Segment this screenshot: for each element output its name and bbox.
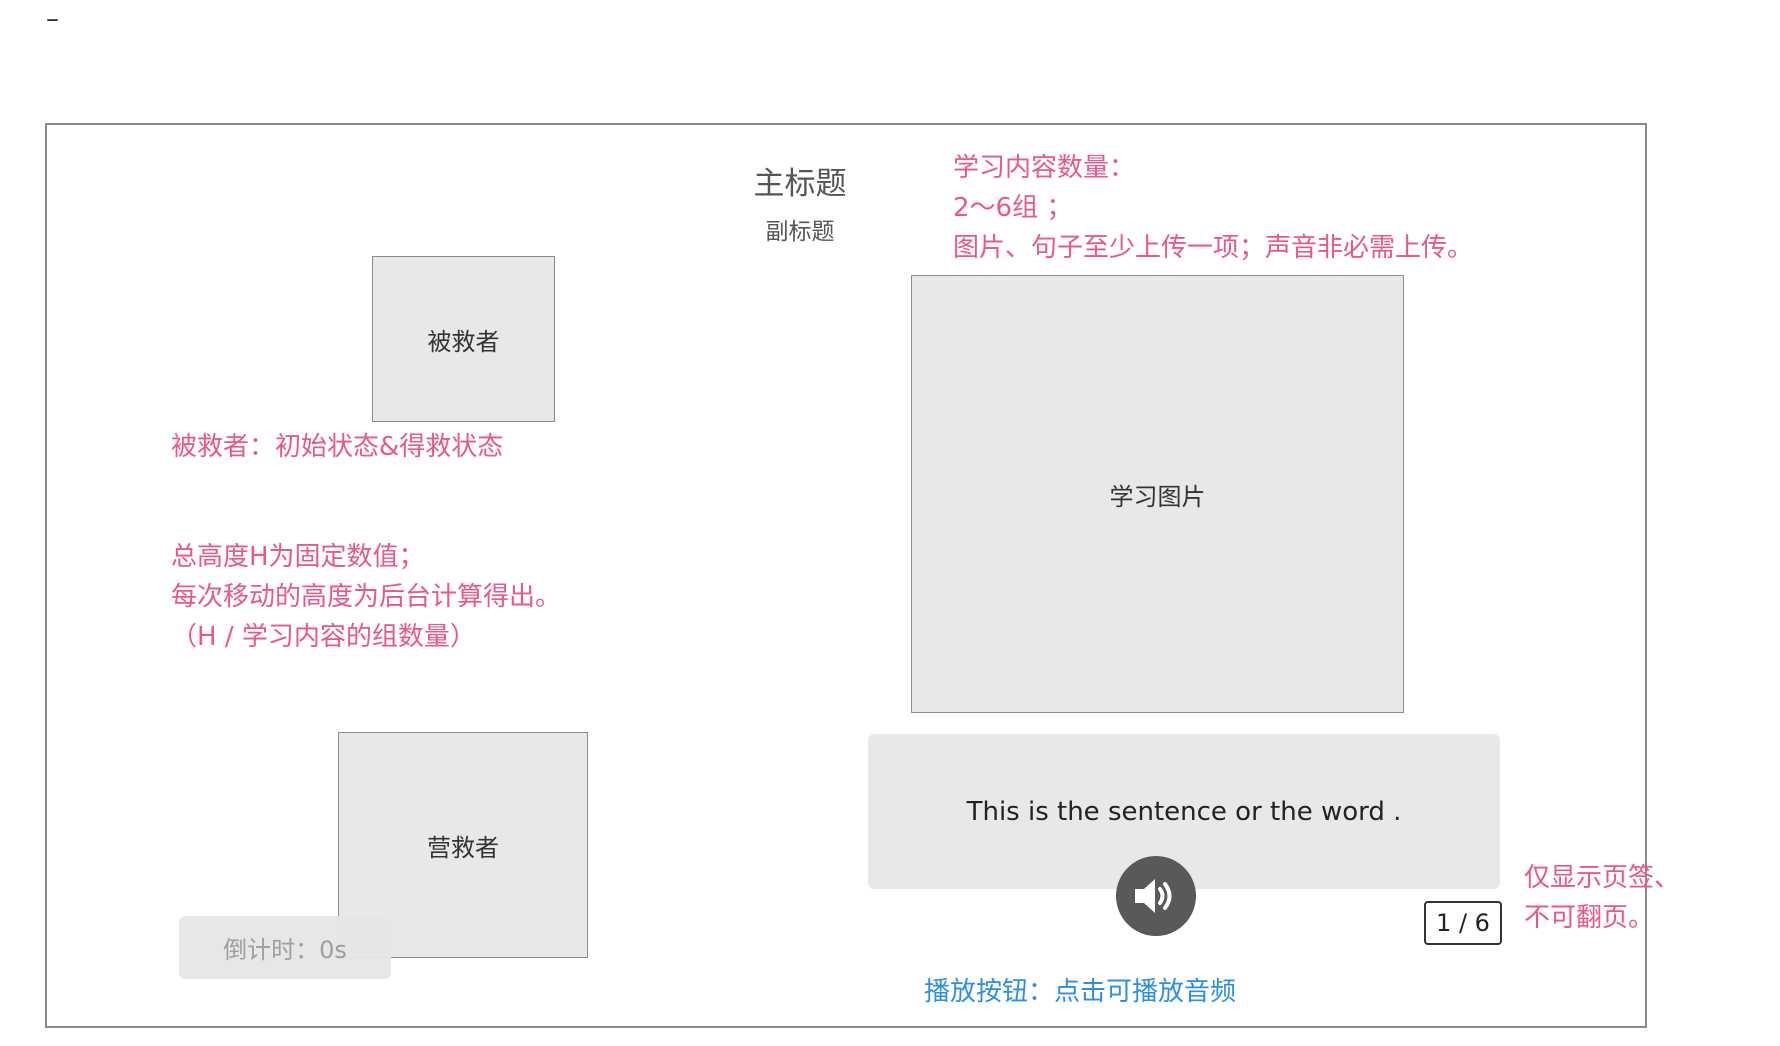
- page-indicator: 1 / 6: [1424, 901, 1502, 945]
- annotation-rescued-state: 被救者：初始状态&得救状态: [171, 432, 504, 462]
- rescuer-label: 营救者: [427, 833, 499, 862]
- annotation-line: 2～6组 ；: [953, 193, 1073, 223]
- annotation-content-count: 学习内容数量： 2～6组 ； 图片、句子至少上传一项；声音非必需上传。: [953, 148, 1473, 268]
- annotation-line: 学习内容数量：: [953, 153, 1136, 183]
- rescued-character: 被救者: [372, 256, 555, 422]
- annotation-height: 总高度H为固定数值； 每次移动的高度为后台计算得出。 （H / 学习内容的组数量…: [171, 537, 561, 657]
- speaker-icon: [1135, 879, 1172, 913]
- annotation-line: 每次移动的高度为后台计算得出。: [171, 582, 562, 612]
- annotation-line: 不可翻页。: [1524, 903, 1655, 933]
- sentence-text: This is the sentence or the word .: [966, 796, 1402, 827]
- annotation-play-button: 播放按钮：点击可播放音频: [924, 977, 1237, 1007]
- play-audio-button[interactable]: [1116, 856, 1196, 936]
- study-image-label: 学习图片: [1109, 482, 1206, 511]
- page-subtitle: 副标题: [765, 219, 835, 245]
- annotation-pager: 仅显示页签、 不可翻页。: [1524, 858, 1680, 938]
- annotation-line: 总高度H为固定数值；: [171, 542, 425, 572]
- annotation-line: （H / 学习内容的组数量）: [171, 622, 476, 652]
- study-image: 学习图片: [911, 275, 1404, 713]
- page-title: 主标题: [753, 166, 847, 202]
- minimize-dash: –: [46, 4, 59, 34]
- study-sentence: This is the sentence or the word .: [868, 734, 1500, 889]
- annotation-line: 仅显示页签、: [1524, 863, 1681, 893]
- annotation-line: 图片、句子至少上传一项；声音非必需上传。: [953, 233, 1474, 263]
- game-frame: [45, 123, 1647, 1028]
- countdown-timer: 倒计时：0s: [179, 916, 391, 979]
- rescued-label: 被救者: [427, 327, 500, 356]
